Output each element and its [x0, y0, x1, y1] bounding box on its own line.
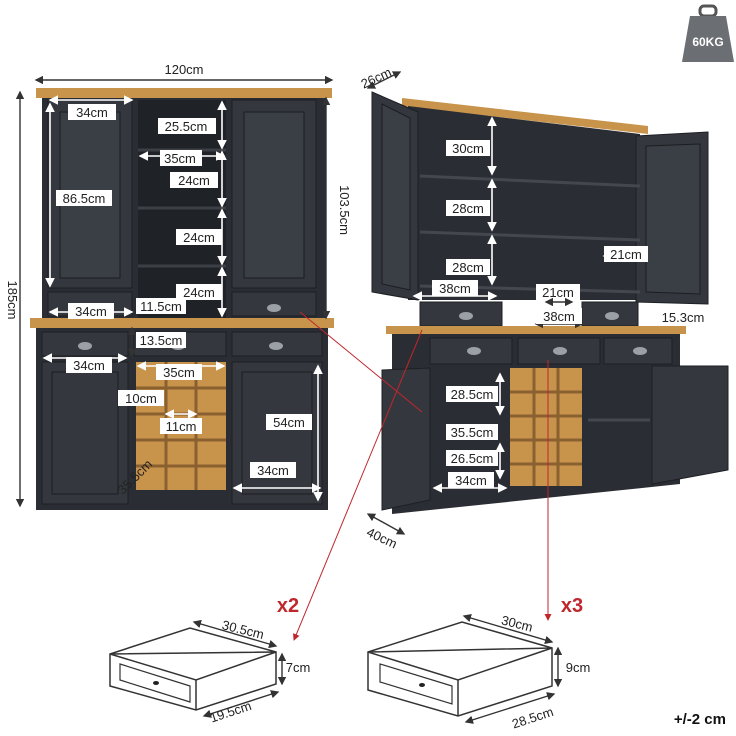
front-height-label: 185cm: [5, 280, 20, 319]
lower-door-height-label: 54cm: [273, 415, 305, 430]
large-drawer-qty: x3: [561, 595, 583, 617]
lower-28-5-label: 28.5cm: [451, 387, 494, 402]
wine-cell-w-label: 11cm: [166, 419, 197, 434]
small-drawer-qty: x2: [277, 595, 299, 617]
open-width-label: 35cm: [164, 151, 196, 166]
small-drawer-knob: [153, 681, 159, 685]
front-width-label: 120cm: [164, 62, 203, 77]
shelf-gap-1-label: 24cm: [178, 173, 210, 188]
lower-right-door: [231, 361, 323, 505]
top-height-label: 103.5cm: [337, 185, 352, 235]
lower-left-door: [41, 361, 129, 505]
top-depth-label: 26cm: [359, 64, 394, 91]
side-left-lower-door: [381, 367, 431, 511]
drawer-21a-label: 21cm: [542, 285, 574, 300]
wine-width-label: 35cm: [163, 365, 195, 380]
drawer-knob: [267, 304, 281, 312]
lower-35-5-label: 35.5cm: [451, 425, 494, 440]
drawer-38a-label: 38cm: [439, 281, 471, 296]
lower-door-width-label: 34cm: [257, 463, 289, 478]
inner-21-label: 21cm: [610, 247, 642, 262]
shelf-28a-label: 28cm: [452, 201, 484, 216]
drawer-15-3-label: 15.3cm: [662, 310, 705, 325]
wine-cell-h-label: 10cm: [125, 391, 157, 406]
lower-drawer-width-label: 34cm: [73, 358, 105, 373]
lower-26-5-label: 26.5cm: [451, 451, 494, 466]
shelf-28b-label: 28cm: [452, 260, 484, 275]
side-right-lower-door: [651, 365, 729, 485]
side-view: 26cm 30cm 28cm 28cm 38cm 21cm 21cm 38cm …: [359, 64, 729, 551]
weight-label: 60KG: [692, 35, 723, 49]
large-drawer-width-label: 30cm: [500, 613, 534, 635]
large-drawer-height-label: 9cm: [566, 660, 591, 675]
top-crown: [36, 88, 332, 98]
front-view: 120cm 185cm 103.5cm 34cm 86.5cm 25.5cm 3…: [5, 62, 352, 510]
side-counter-top: [386, 326, 686, 334]
large-drawer-depth-label: 28.5cm: [510, 704, 555, 731]
weight-icon: [682, 4, 734, 62]
shelf-gap-3-label: 24cm: [183, 285, 215, 300]
gap-13-5-label: 13.5cm: [140, 333, 183, 348]
shelf-top-label: 25.5cm: [165, 119, 208, 134]
drawer-38b-label: 38cm: [543, 309, 575, 324]
weight-badge: 60KG: [682, 4, 734, 62]
shelf-30-label: 30cm: [452, 141, 484, 156]
small-drawer-diagram: x2 30.5cm 7cm 19.5cm: [109, 595, 311, 725]
large-drawer-knob: [419, 683, 425, 687]
callout-lines: [293, 311, 552, 641]
lower-34-label: 34cm: [455, 473, 487, 488]
side-upper-hutch: [408, 106, 640, 300]
large-drawer-diagram: x3 30cm 9cm 28.5cm: [367, 595, 591, 731]
small-drawer-height-label: 7cm: [286, 660, 311, 675]
tolerance-label: +/-2 cm: [674, 711, 726, 728]
small-drawer-width-label: 34cm: [75, 304, 107, 319]
gap-11-5-label: 11.5cm: [140, 299, 182, 314]
side-wine-rack: [510, 368, 582, 486]
shelf-gap-2-label: 24cm: [183, 230, 215, 245]
glass-door-height-label: 86.5cm: [63, 191, 106, 206]
side-top-crown: [402, 98, 648, 134]
counter-top: [30, 318, 334, 328]
glass-door-width-label: 34cm: [76, 105, 108, 120]
